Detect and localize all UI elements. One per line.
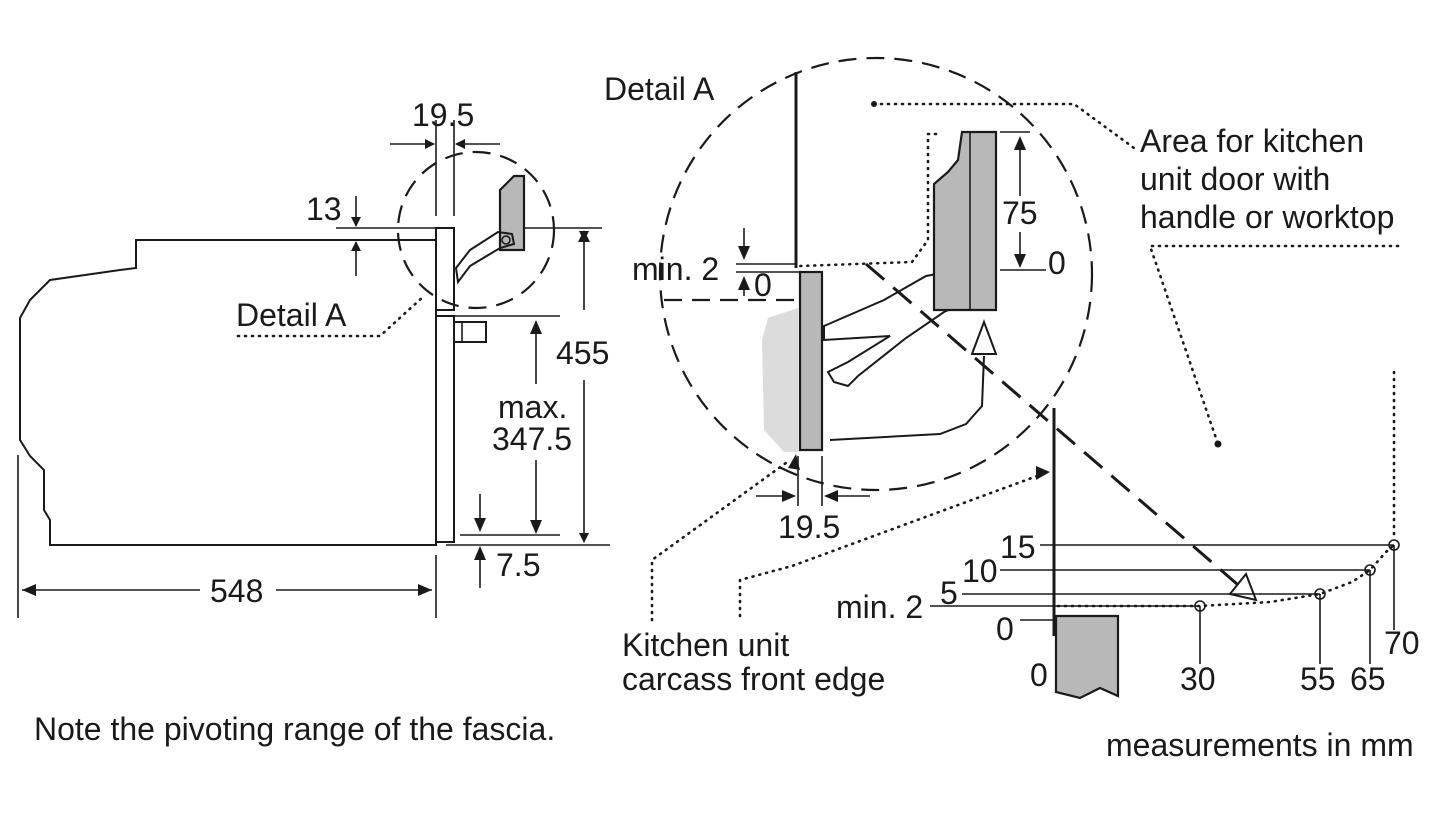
area-note-line2: unit door with: [1140, 161, 1330, 197]
detail-a-zoom-view: Detail A 75 0: [604, 56, 1400, 697]
graph-y-tick-10: 10: [962, 553, 998, 589]
dim-fascia-detail: 19.5: [778, 509, 840, 545]
dim-min-gap-detail: min. 2: [632, 251, 719, 287]
dim-zero-detail: 0: [754, 267, 772, 303]
graph-x-tick-0: 0: [1030, 657, 1048, 693]
detail-a-label-zoom: Detail A: [604, 71, 715, 107]
pivot-range-graph: 15 10 5 min. 2 0 0 30 55 65 70: [836, 370, 1420, 700]
graph-y-tick-0: 0: [996, 611, 1014, 647]
carcass-label-line2: carcass front edge: [622, 661, 885, 697]
dim-width: 548: [210, 573, 263, 609]
graph-x-tick-70: 70: [1384, 625, 1420, 661]
graph-y-tick-min2: min. 2: [836, 589, 923, 625]
dim-fascia-side: 19.5: [412, 97, 474, 133]
carcass-label-line1: Kitchen unit: [622, 627, 789, 663]
area-note-line1: Area for kitchen: [1140, 123, 1364, 159]
graph-x-tick-65: 65: [1350, 661, 1386, 697]
dim-top-gap: 13: [306, 191, 342, 227]
graph-x-tick-30: 30: [1180, 661, 1216, 697]
area-note-line3: handle or worktop: [1140, 199, 1394, 235]
dim-handle-zero: 0: [1048, 245, 1066, 281]
dim-max-value: 347.5: [492, 421, 572, 457]
graph-y-tick-5: 5: [940, 575, 958, 611]
appliance-side-view: 19.5 13 Detail A 455 max. 347.5 7.5 548: [17, 97, 610, 618]
graph-x-tick-55: 55: [1300, 661, 1336, 697]
dim-height: 455: [556, 335, 609, 371]
graph-y-tick-15: 15: [1000, 529, 1036, 565]
units-note: measurements in mm: [1106, 727, 1414, 763]
detail-a-label-side: Detail A: [236, 297, 347, 333]
dim-bottom-gap: 7.5: [496, 547, 540, 583]
pivot-note: Note the pivoting range of the fascia.: [34, 711, 555, 747]
dim-max-label: max.: [498, 389, 567, 425]
dim-handle-travel: 75: [1002, 195, 1038, 231]
